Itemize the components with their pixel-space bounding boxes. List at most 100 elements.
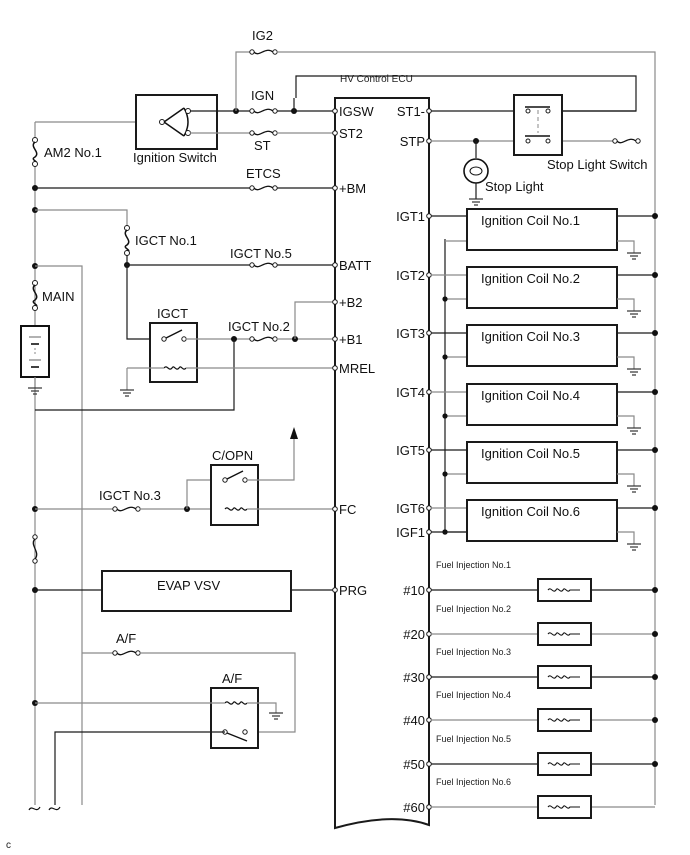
fusible-link-icon xyxy=(32,284,38,308)
fusible-link-label: AM2 No.1 xyxy=(44,145,102,160)
terminal-igt2: IGT2 xyxy=(396,268,432,283)
injector-box xyxy=(537,665,592,689)
fusible-link-igct-no1: IGCT No.1 xyxy=(124,225,197,256)
fuel-injector: Fuel Injection No.1 xyxy=(431,560,658,602)
injector-label: Fuel Injection No.6 xyxy=(436,777,511,787)
svg-text:#30: #30 xyxy=(403,670,425,685)
svg-text:+B1: +B1 xyxy=(339,332,363,347)
ground-icon xyxy=(120,389,134,397)
ignition-coil: Ignition Coil No.4 xyxy=(431,383,658,435)
fuse-label: IGN xyxy=(251,88,274,103)
relay-coil-icon xyxy=(547,588,580,592)
wire xyxy=(617,298,635,311)
svg-text:#60: #60 xyxy=(403,800,425,815)
coil-label: Ignition Coil No.3 xyxy=(481,329,580,344)
relay-coil-icon xyxy=(547,805,580,809)
fuse-label: ETCS xyxy=(246,166,281,181)
svg-text:#20: #20 xyxy=(403,627,425,642)
af-relay: A/F xyxy=(210,671,259,749)
svg-text:#10: #10 xyxy=(403,583,425,598)
relay-coil-icon xyxy=(163,366,187,370)
wire-break-icon xyxy=(28,806,41,811)
fuse-ig2: IG2 xyxy=(249,28,278,55)
wire xyxy=(235,51,252,111)
terminal-igt4: IGT4 xyxy=(396,385,432,400)
wire xyxy=(54,731,225,805)
battery-icon xyxy=(29,336,41,368)
wire xyxy=(35,209,128,227)
fuse-ign: IGN xyxy=(249,88,278,114)
terminal-50: #50 xyxy=(403,757,432,772)
fusible-link-label: MAIN xyxy=(42,289,75,304)
fuel-injector: Fuel Injection No.5 xyxy=(431,734,658,776)
svg-text:IGT3: IGT3 xyxy=(396,326,425,341)
svg-text:BATT: BATT xyxy=(339,258,371,273)
igct-relay: IGCT xyxy=(149,306,198,383)
ecu-right-terminals: ST1- STP IGT1 IGT2 IGT3 IGT4 IGT5 IGT6 I… xyxy=(396,104,432,815)
terminal-40: #40 xyxy=(403,713,432,728)
wire xyxy=(247,438,295,481)
ignition-coil: Ignition Coil No.3 xyxy=(431,324,658,376)
terminal-igt1: IGT1 xyxy=(396,209,432,224)
terminal-mrel: MREL xyxy=(332,361,375,376)
fuse-icon xyxy=(116,506,137,512)
coil-label: Ignition Coil No.1 xyxy=(481,213,580,228)
svg-text:IGT5: IGT5 xyxy=(396,443,425,458)
fuse-stop xyxy=(612,138,641,144)
coil-label: Ignition Coil No.6 xyxy=(481,504,580,519)
switch-contact-icon xyxy=(165,329,183,339)
fuel-injector: Fuel Injection No.4 xyxy=(431,690,658,732)
fuel-injector: Fuel Injection No.2 xyxy=(431,604,658,646)
evap-vsv-label: EVAP VSV xyxy=(157,578,220,593)
corner-code: c xyxy=(6,840,11,851)
fuel-injector: Fuel Injection No.3 xyxy=(431,647,658,689)
injector-box xyxy=(537,708,592,732)
injector-box xyxy=(537,752,592,776)
relay-label: C/OPN xyxy=(212,448,253,463)
fuse-icon xyxy=(253,49,274,55)
terminal-20: #20 xyxy=(403,627,432,642)
stop-light-label: Stop Light xyxy=(485,179,544,194)
terminal-stp: STP xyxy=(400,134,432,149)
svg-text:MREL: MREL xyxy=(339,361,375,376)
terminal-igsw: IGSW xyxy=(332,104,374,119)
coil-label: Ignition Coil No.4 xyxy=(481,388,580,403)
relay-coil-icon xyxy=(224,507,248,511)
fuse-label: A/F xyxy=(116,631,136,646)
ground-icon xyxy=(627,310,641,318)
relay-coil-icon xyxy=(547,762,580,766)
terminal-batt: BATT xyxy=(332,258,371,273)
relay-label: A/F xyxy=(222,671,242,686)
svg-text:IGT2: IGT2 xyxy=(396,268,425,283)
injector-box xyxy=(537,622,592,646)
injector-box xyxy=(537,795,592,819)
terminal-b2: +B2 xyxy=(332,295,363,310)
fuse-icon xyxy=(116,650,137,656)
switch-contact-icon xyxy=(226,732,248,742)
ignition-coil: Ignition Coil No.2 xyxy=(431,266,658,318)
ground-icon xyxy=(269,712,283,720)
svg-text:FC: FC xyxy=(339,502,356,517)
relay-coil-icon xyxy=(224,701,248,705)
ecu-label: HV Control ECU xyxy=(340,74,413,85)
wire xyxy=(617,473,635,486)
terminal-b1: +B1 xyxy=(332,332,363,347)
wire xyxy=(617,531,635,544)
svg-text:IGSW: IGSW xyxy=(339,104,374,119)
fusible-link-label: IGCT No.1 xyxy=(135,233,197,248)
svg-text:IGT4: IGT4 xyxy=(396,385,425,400)
terminal-fc: FC xyxy=(332,502,356,517)
relay-coil-icon xyxy=(547,718,580,722)
injector-label: Fuel Injection No.5 xyxy=(436,734,511,744)
coil-box xyxy=(466,441,618,484)
fuse-st: ST xyxy=(249,130,278,153)
fuse-af: A/F xyxy=(112,631,141,656)
terminal-igt6: IGT6 xyxy=(396,501,432,516)
wire xyxy=(617,356,635,369)
svg-text:IGT1: IGT1 xyxy=(396,209,425,224)
svg-text:IGT6: IGT6 xyxy=(396,501,425,516)
ecu-outline xyxy=(334,97,430,830)
